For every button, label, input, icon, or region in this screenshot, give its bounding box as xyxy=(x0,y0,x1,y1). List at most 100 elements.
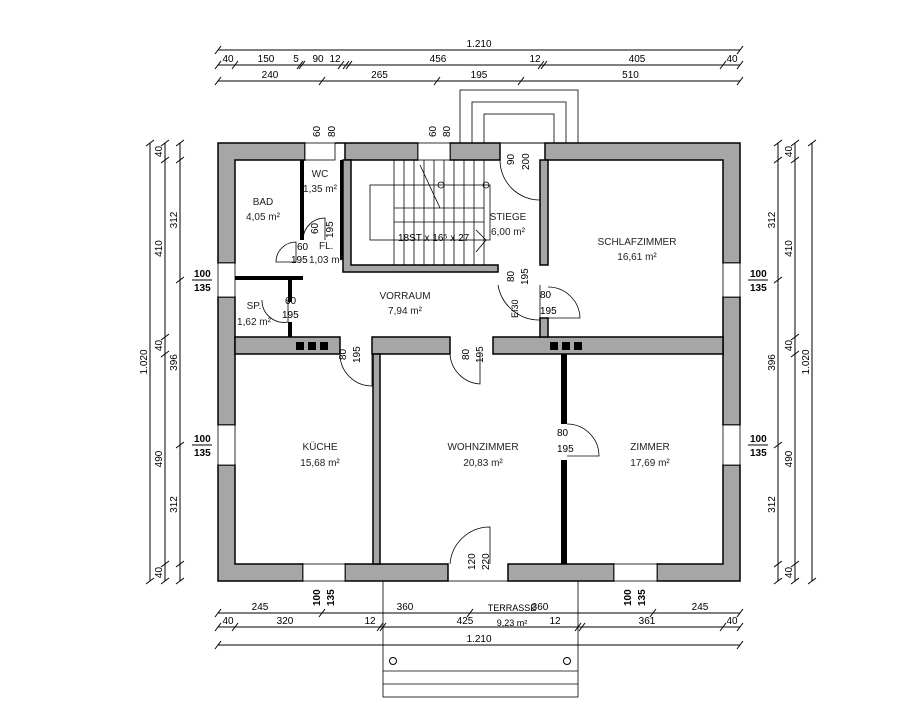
dimension-tick xyxy=(160,560,170,568)
room-area-sp: 1,62 m² xyxy=(237,317,272,328)
dim-top-row2-label: 40 xyxy=(222,54,234,65)
dim-left-row2-label: 490 xyxy=(154,450,165,467)
room-name-kueche: KÜCHE xyxy=(302,441,337,453)
dim-top-row2-label: 90 xyxy=(312,54,324,65)
dim-bottom-row2-label: 40 xyxy=(222,616,234,627)
window-height-label: 135 xyxy=(750,448,767,459)
chimney-flues xyxy=(296,342,582,350)
sp-door-label: 60 xyxy=(285,296,297,307)
dim-top-row2-label: 12 xyxy=(329,54,341,65)
post-icon xyxy=(389,657,397,665)
dim-right-row3-label: 312 xyxy=(767,211,778,228)
dim-top-total-label: 1.210 xyxy=(466,39,491,50)
dimension-tick xyxy=(736,622,744,632)
entry-canopy xyxy=(459,89,579,144)
kueche-door-label: 195 xyxy=(352,346,363,363)
entry-door-label: 90 xyxy=(506,153,517,165)
dimension-tick xyxy=(376,622,384,632)
dim-left-row3-label: 312 xyxy=(169,496,180,513)
window-height-label: 135 xyxy=(750,283,767,294)
stair-door-label: 80 xyxy=(506,270,517,282)
dimension-tick xyxy=(298,60,306,70)
dim-bottom-row1-label: 245 xyxy=(252,602,269,613)
dimension-tick xyxy=(160,350,170,358)
dimension-tick xyxy=(345,60,353,70)
dimension-tick xyxy=(517,76,525,86)
dimension-tick xyxy=(175,276,185,284)
window-height-label: 135 xyxy=(194,283,211,294)
dimension-tick xyxy=(790,560,800,568)
dim-left-row2-label: 40 xyxy=(154,340,165,352)
room-name-bad: BAD xyxy=(253,197,274,208)
stair-label: 18ST x 16⁵ x 27 xyxy=(398,233,470,244)
dim-bottom-row2-label: 361 xyxy=(639,616,656,627)
dimension-tick xyxy=(145,577,155,585)
dimension-tick xyxy=(214,76,222,86)
wc-door-label: 195 xyxy=(325,221,336,238)
dimension-tick xyxy=(773,560,783,568)
dimension-tick xyxy=(790,333,800,341)
dim-right-row2-label: 40 xyxy=(784,146,795,158)
dim-left-row2-label: 40 xyxy=(154,146,165,158)
dimension-tick xyxy=(466,608,474,618)
wohn-door-label: 195 xyxy=(475,346,486,363)
dim-bottom-row2-label: 12 xyxy=(364,616,376,627)
schlaf-door-label: 80 xyxy=(540,290,552,301)
window-label: 80 xyxy=(442,125,453,137)
room-name-wohnzimmer: WOHNZIMMER xyxy=(447,442,518,453)
dim-right-row3-label: 312 xyxy=(767,496,778,513)
dimension-tick xyxy=(318,608,326,618)
dimension-tick xyxy=(175,560,185,568)
room-name-fl: FL. xyxy=(319,241,333,252)
dim-bottom-row2-label: 12 xyxy=(549,616,561,627)
room-name-stiege: STIEGE xyxy=(490,212,527,223)
window-label: 80 xyxy=(327,125,338,137)
dimension-tick xyxy=(578,622,586,632)
window-height-label: 135 xyxy=(326,589,337,606)
dimension-tick xyxy=(790,139,800,147)
dimension-tick xyxy=(773,139,783,147)
room-name-zimmer: ZIMMER xyxy=(630,442,669,453)
dim-top-row2-label: 5 xyxy=(293,54,299,65)
dimension-tick xyxy=(145,139,155,147)
dim-bottom-row1-label: 360 xyxy=(532,602,549,613)
window-width-label: 100 xyxy=(623,589,634,606)
window-label: 60 xyxy=(428,125,439,137)
dimension-tick xyxy=(214,45,222,55)
dim-left-row3-label: 312 xyxy=(169,211,180,228)
dim-top-row2-label: 40 xyxy=(726,54,738,65)
dim-top-row3-label: 240 xyxy=(262,70,279,81)
window-width-label: 100 xyxy=(194,269,211,280)
window-width-label: 100 xyxy=(312,589,323,606)
dim-top-row2-label: 456 xyxy=(430,54,447,65)
dimension-tick xyxy=(773,276,783,284)
window-height-label: 135 xyxy=(194,448,211,459)
room-area-wohnzimmer: 20,83 m² xyxy=(463,458,503,469)
dim-left-row3-label: 396 xyxy=(169,354,180,371)
dimension-tick xyxy=(790,350,800,358)
terrace xyxy=(382,580,579,698)
dimension-tick xyxy=(540,60,548,70)
dim-right-row2-label: 40 xyxy=(784,340,795,352)
dimension-tick xyxy=(807,577,817,585)
room-area-fl: 1,03 m² xyxy=(309,255,344,266)
dimension-tick xyxy=(175,577,185,585)
fl-door-label: 195 xyxy=(291,255,308,266)
dim-top-row2-label: 12 xyxy=(529,54,541,65)
room-name-sp: SP. xyxy=(247,301,262,312)
dimension-tick xyxy=(736,45,744,55)
room-area-wc: 1,35 m² xyxy=(303,184,338,195)
dim-bottom-row1-label: 245 xyxy=(692,602,709,613)
dim-top-row2-label: 150 xyxy=(258,54,275,65)
dim-left-row2-label: 410 xyxy=(154,240,165,257)
staircase xyxy=(369,160,491,265)
dim-left-row2-label: 40 xyxy=(154,567,165,579)
dimension-tick xyxy=(773,156,783,164)
opening-labels: 60 80 60 80 60 195 60 195 60 195 90 200 … xyxy=(192,125,768,606)
dim-bottom-row2-label: 40 xyxy=(726,616,738,627)
dimension-tick xyxy=(318,76,326,86)
dimension-tick xyxy=(175,156,185,164)
room-area-stiege: 6,00 m² xyxy=(491,227,526,238)
